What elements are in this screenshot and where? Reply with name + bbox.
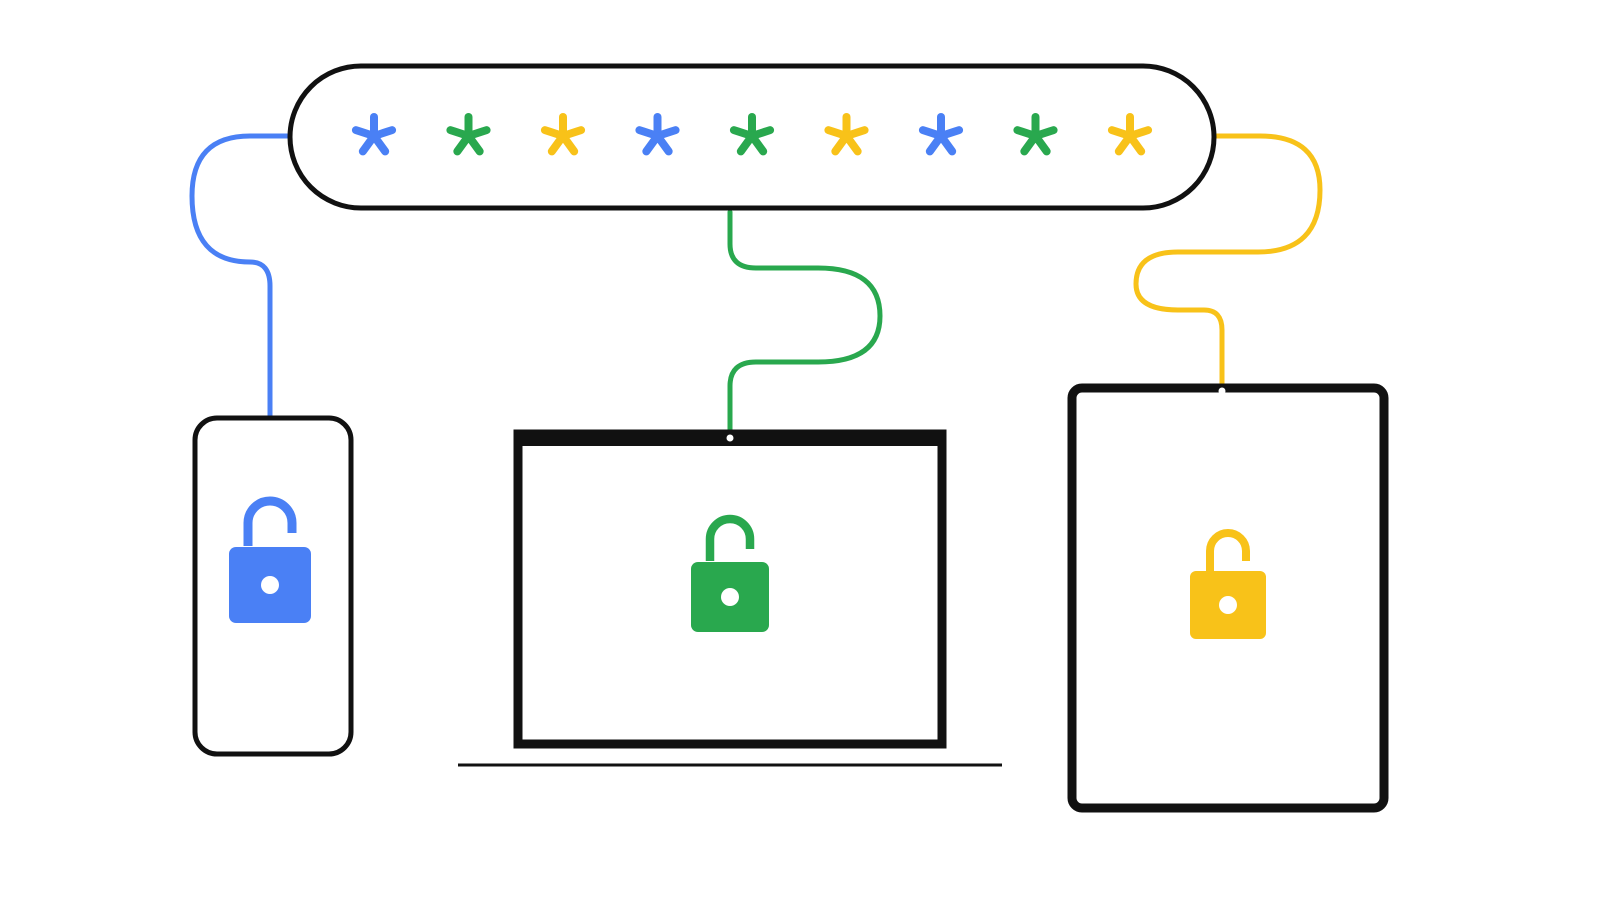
- password-mask-asterisk: [446, 113, 491, 156]
- unlocked-padlock-icon: [705, 514, 755, 561]
- tablet-lock: [1190, 529, 1266, 639]
- password-mask-characters: [351, 113, 1153, 156]
- tablet-connector-line: [1133, 133, 1323, 391]
- password-mask-asterisk: [729, 113, 775, 156]
- password-mask-asterisk: [824, 113, 869, 156]
- padlock-keyhole: [1219, 596, 1237, 614]
- phone-connector-line: [189, 133, 291, 421]
- password-mask-asterisk: [1013, 113, 1058, 156]
- tablet-camera: [1218, 387, 1226, 395]
- password-mask-asterisk: [635, 113, 680, 156]
- unlocked-padlock-icon: [1206, 529, 1250, 572]
- unlocked-padlock-icon: [243, 496, 297, 546]
- password-mask-asterisk: [1107, 113, 1153, 156]
- password-mask-asterisk: [540, 113, 586, 156]
- password-mask-asterisk: [918, 113, 964, 156]
- padlock-keyhole: [721, 588, 739, 606]
- password-mask-asterisk: [351, 113, 397, 156]
- laptop-camera: [726, 434, 734, 442]
- phone-lock: [229, 496, 311, 623]
- laptop-lock: [691, 514, 769, 632]
- laptop-connector-line: [727, 209, 883, 433]
- padlock-keyhole: [261, 576, 279, 594]
